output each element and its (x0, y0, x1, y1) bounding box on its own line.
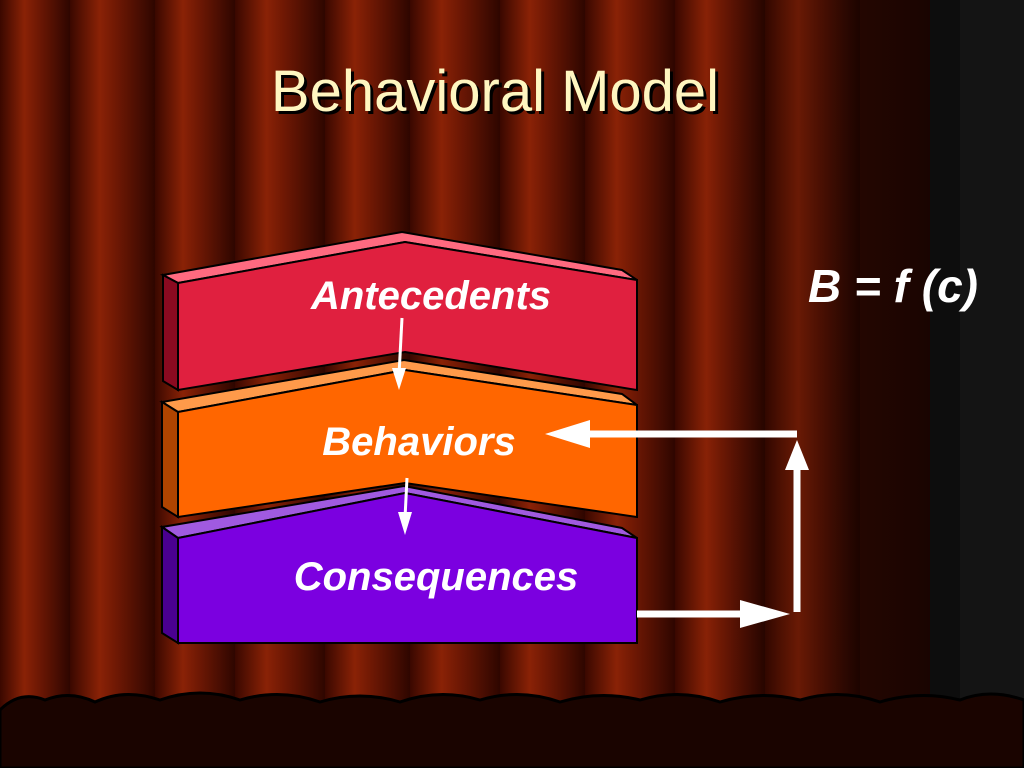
page-title: Behavioral Model (270, 59, 720, 124)
behaviors-label: Behaviors (322, 420, 515, 464)
antecedents-layer-side (162, 273, 179, 392)
arrow-antecedents-to-behaviors (392, 317, 406, 390)
consequences-layer: Consequences (159, 484, 638, 645)
behaviors-layer-side (161, 400, 179, 519)
antecedents-label: Antecedents (310, 274, 551, 318)
consequences-layer-side (161, 525, 179, 645)
consequences-layer-face (177, 491, 638, 644)
antecedents-layer-face (177, 240, 638, 392)
formula-text: B = f (c) (808, 260, 978, 312)
arrow-behaviors-to-consequences (398, 477, 412, 535)
flow-arrows (392, 317, 809, 628)
antecedents-layer: Antecedents (159, 230, 638, 392)
consequences-label: Consequences (294, 555, 579, 599)
feedback-loop-arrow (545, 420, 809, 628)
curtain-bottom-edge (0, 691, 1024, 768)
